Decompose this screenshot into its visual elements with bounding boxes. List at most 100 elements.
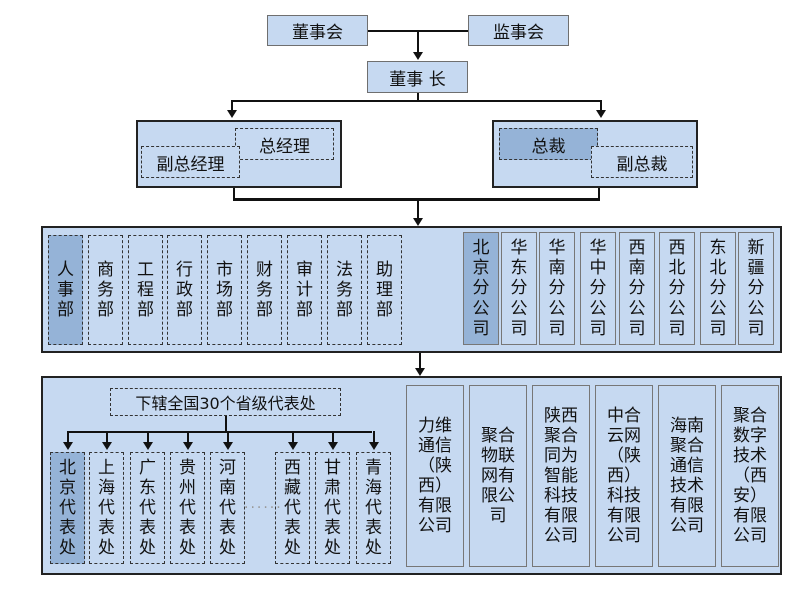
dept-arrow [413, 218, 423, 226]
subsidiary-1: 力维通信（陕西）有限公司 [406, 385, 464, 567]
branch-8-label: 新疆分公司 [747, 238, 765, 339]
office-7: 甘肃代表处 [315, 452, 350, 564]
office-1: 北京代表处 [50, 452, 85, 564]
office-2-label: 上海代表处 [98, 457, 115, 559]
branch-3: 华南分公司 [539, 232, 575, 345]
department-4-label: 行政部 [176, 259, 193, 321]
lower-arrow [415, 368, 425, 376]
department-9: 助理部 [367, 235, 402, 345]
exec-to-dept-line [417, 200, 419, 218]
department-2: 商务部 [88, 235, 123, 345]
branch-3-label: 华南分公司 [548, 238, 566, 339]
vice-president-label: 副总裁 [616, 154, 668, 175]
branch-1: 北京分公司 [463, 232, 499, 345]
office-arrow-5 [223, 442, 233, 450]
departments-panel [41, 226, 782, 353]
board-of-supervisors-label: 监事会 [493, 23, 544, 43]
office-arrow-8 [369, 442, 379, 450]
department-1: 人事部 [48, 235, 83, 345]
department-7-label: 审计部 [296, 259, 313, 321]
branch-4-label: 华中分公司 [589, 238, 607, 339]
branch-1-label: 北京分公司 [472, 238, 490, 339]
offices-header-drop [225, 416, 227, 432]
deputy-gm-label: 副总经理 [156, 154, 225, 175]
branch-7-label: 东北分公司 [709, 238, 727, 339]
offices-header-label: 下辖全国30个省级代表处 [135, 394, 316, 413]
offices-bus-line [67, 431, 372, 433]
subsidiary-5-label: 海南聚合通信技术有限公司 [670, 415, 704, 537]
office-drop-4 [187, 431, 189, 443]
offices-ellipsis: ······ [244, 500, 283, 516]
office-arrow-2 [102, 442, 112, 450]
department-8-label: 法务部 [336, 259, 353, 321]
office-arrow-3 [143, 442, 153, 450]
board-of-directors-label: 董事会 [292, 23, 343, 43]
office-drop-8 [373, 431, 375, 443]
department-9-label: 助理部 [376, 259, 393, 321]
vice-president-box: 副总裁 [591, 146, 693, 178]
exec-left-riser [233, 188, 235, 200]
department-4: 行政部 [167, 235, 202, 345]
exec-join-line [233, 198, 600, 201]
subsidiary-3-label: 陕西聚合同为智能科技有限公司 [544, 405, 578, 547]
office-drop-2 [106, 431, 108, 443]
office-8: 青海代表处 [356, 452, 391, 564]
subsidiary-6: 聚合数字技术（西安）有限公司 [721, 385, 779, 567]
board-to-chairman-line [417, 30, 419, 52]
office-6-label: 西藏代表处 [284, 457, 301, 559]
office-8-label: 青海代表处 [365, 457, 382, 559]
subsidiary-4-label: 中合云网（陕西）科技有限公司 [607, 405, 641, 547]
department-6: 财务部 [247, 235, 282, 345]
office-2: 上海代表处 [89, 452, 124, 564]
exec-right-arrow [596, 110, 606, 118]
office-arrow-4 [183, 442, 193, 450]
exec-left-drop [231, 100, 233, 110]
office-drop-7 [332, 431, 334, 443]
offices-header-box: 下辖全国30个省级代表处 [110, 388, 341, 416]
subsidiary-6-label: 聚合数字技术（西安）有限公司 [733, 405, 767, 547]
general-manager-box: 总经理 [235, 128, 334, 160]
office-drop-6 [292, 431, 294, 443]
subsidiary-4: 中合云网（陕西）科技有限公司 [595, 385, 653, 567]
branch-5-label: 西南分公司 [628, 238, 646, 339]
chairman-box: 董事 长 [367, 61, 468, 93]
general-manager-label: 总经理 [259, 136, 310, 157]
office-drop-1 [67, 431, 69, 443]
chairman-label: 董事 长 [389, 69, 446, 90]
subsidiary-2: 聚合物联网有限公司 [469, 385, 527, 567]
exec-right-riser [598, 188, 600, 200]
department-1-label: 人事部 [57, 259, 74, 321]
department-2-label: 商务部 [97, 259, 114, 321]
chairman-arrow [413, 52, 423, 60]
department-3: 工程部 [128, 235, 163, 345]
dept-to-lower-line [419, 353, 421, 368]
exec-right-drop [600, 100, 602, 110]
board-of-supervisors-box: 监事会 [468, 15, 569, 46]
office-5-label: 河南代表处 [219, 457, 236, 559]
subsidiary-3: 陕西聚合同为智能科技有限公司 [532, 385, 590, 567]
subsidiary-5: 海南聚合通信技术有限公司 [658, 385, 716, 567]
subsidiary-2-label: 聚合物联网有限公司 [481, 425, 515, 527]
exec-left-arrow [227, 110, 237, 118]
office-arrow-7 [328, 442, 338, 450]
office-4: 贵州代表处 [170, 452, 205, 564]
office-1-label: 北京代表处 [59, 457, 76, 559]
office-3-label: 广东代表处 [139, 457, 156, 559]
president-box: 总裁 [499, 128, 598, 160]
department-6-label: 财务部 [256, 259, 273, 321]
branch-8: 新疆分公司 [738, 232, 774, 345]
office-7-label: 甘肃代表处 [324, 457, 341, 559]
exec-split-line [231, 100, 602, 102]
deputy-gm-box: 副总经理 [141, 146, 240, 178]
branch-2-label: 华东分公司 [510, 238, 528, 339]
branch-6: 西北分公司 [659, 232, 695, 345]
department-5: 市场部 [207, 235, 242, 345]
branch-7: 东北分公司 [700, 232, 736, 345]
department-8: 法务部 [327, 235, 362, 345]
branch-5: 西南分公司 [619, 232, 655, 345]
office-drop-5 [227, 431, 229, 443]
department-5-label: 市场部 [216, 259, 233, 321]
department-3-label: 工程部 [137, 259, 154, 321]
office-5: 河南代表处 [210, 452, 245, 564]
department-7: 审计部 [287, 235, 322, 345]
